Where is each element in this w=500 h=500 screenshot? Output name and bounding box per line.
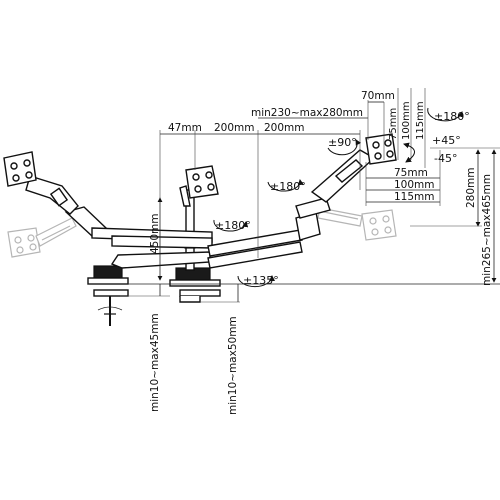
- label-spacing-1: 200mm: [214, 122, 255, 134]
- label-rotate-180-left: ±180°: [215, 219, 251, 232]
- ghost-vesa-plate-left: [7, 227, 41, 258]
- rotation-arrow-180-left: [213, 219, 249, 232]
- rotation-arrow-135: [237, 275, 275, 288]
- gas-arm-center: [179, 185, 191, 207]
- label-vesa-h-100: 100mm: [394, 179, 435, 191]
- label-tilt-down: -45°: [434, 152, 457, 165]
- monitor-arm-structure: [3, 133, 397, 326]
- label-vesa-offset: 70mm: [361, 90, 395, 102]
- label-spacing-2: 200mm: [264, 122, 305, 134]
- ghost-arm-left: [35, 217, 77, 247]
- arm-segment-right-2: [207, 241, 303, 269]
- label-vesa-h-75: 75mm: [394, 167, 428, 179]
- vesa-plate-left: [3, 151, 37, 187]
- ghost-vesa-plate-right: [361, 209, 397, 241]
- label-rotate-135: ±135°: [243, 274, 279, 287]
- label-clamp-2: min10~max50mm: [227, 316, 239, 415]
- angle-labels: ±180° ±90° ±180° ±180° ±135° +45° -45°: [215, 110, 470, 287]
- rotation-arrow-90: [327, 139, 362, 156]
- label-height-range: min265~max465mm: [481, 174, 493, 286]
- label-tilt-up: +45°: [432, 134, 461, 147]
- label-vesa-v-75: 75mm: [388, 108, 399, 140]
- label-arm-travel: 280mm: [465, 168, 477, 209]
- vesa-plate-right: [365, 133, 397, 165]
- dimension-lines: [88, 88, 500, 303]
- label-rotate-180-arm: ±180°: [270, 180, 306, 193]
- ghost-positions: [7, 207, 397, 258]
- rotation-indicators: [213, 107, 464, 288]
- label-pole-height: 450mm: [149, 214, 161, 255]
- arm-upper-right: [295, 197, 331, 219]
- clamp-left: [87, 265, 129, 326]
- rotation-arrow-180-top: [427, 107, 464, 122]
- label-rotate-90: ±90°: [328, 136, 357, 149]
- label-arm-length: min230~max280mm: [251, 107, 363, 119]
- label-vesa-v-100: 100mm: [401, 101, 412, 140]
- clamp-center: [169, 267, 221, 303]
- label-offset-left: 47mm: [168, 122, 202, 134]
- label-clamp-1: min10~max45mm: [149, 313, 161, 412]
- vesa-plate-center: [185, 165, 219, 199]
- rotation-arrow-180-arm: [267, 179, 304, 192]
- arm-lower-left: [110, 251, 211, 269]
- tilt-arrow: [403, 142, 415, 163]
- arm-segment-left-3: [111, 235, 213, 249]
- dimension-labels: 47mm 200mm 200mm min230~max280mm 70mm 75…: [149, 90, 493, 415]
- label-vesa-v-115: 115mm: [415, 101, 426, 140]
- label-vesa-h-115: 115mm: [394, 191, 435, 203]
- label-rotate-180-top: ±180°: [434, 110, 470, 123]
